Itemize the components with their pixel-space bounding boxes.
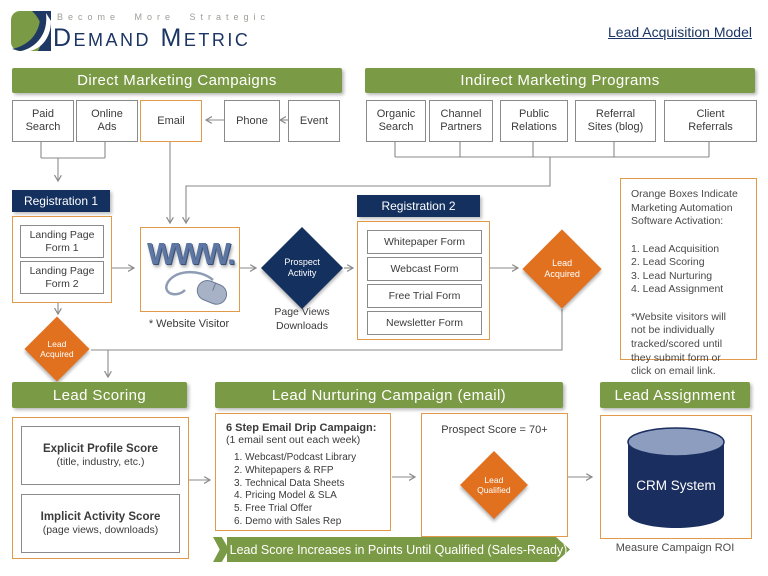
newsletter-form-box: Newsletter Form [367,311,482,335]
explicit-score-sub: (title, industry, etc.) [56,456,145,469]
box-referral-sites: Referral Sites (blog) [575,100,656,142]
box-paid-search: Paid Search [12,100,74,142]
registration2-container: Whitepaper Form Webcast Form Free Trial … [357,221,490,340]
indirect-marketing-header: Indirect Marketing Programs [365,68,755,93]
lead-acquired-left-label: Lead Acquired [40,338,74,359]
ribbon-label: Lead Score Increases in Points Until Qua… [227,537,570,562]
drip-campaign-title: 6 Step Email Drip Campaign: [226,422,377,434]
registration1-container: Landing Page Form 1 Landing Page Form 2 [12,216,112,303]
prospect-activity-label: Prospect Activity [284,257,320,278]
landing-page-form-1: Landing Page Form 1 [20,225,104,258]
box-organic-search: Organic Search [366,100,426,142]
website-box: WWW. [140,227,240,312]
demand-metric-logo-icon [11,11,51,51]
prospect-score-label: Prospect Score = 70+ [441,424,548,436]
box-client-referrals: Client Referrals [664,100,757,142]
box-phone: Phone [224,100,280,142]
lead-nurturing-header: Lead Nurturing Campaign (email) [215,382,563,408]
drip-campaign-sub: (1 email sent out each week) [226,434,361,446]
explicit-score-box: Explicit Profile Score (title, industry,… [21,426,180,485]
box-online-ads: Online Ads [76,100,138,142]
logo-brand: Demand Metric [53,24,251,52]
logo-tagline: Become More Strategic [57,12,271,22]
crm-database-icon: CRM System [627,427,725,528]
explicit-score-title: Explicit Profile Score [42,442,159,455]
lead-qualified-label: Lead Qualified [477,474,511,495]
orange-note-box: Orange Boxes Indicate Marketing Automati… [620,178,757,377]
whitepaper-form-box: Whitepaper Form [367,230,482,254]
lead-score-ribbon: Lead Score Increases in Points Until Qua… [213,537,570,562]
box-channel-partners: Channel Partners [429,100,493,142]
lead-scoring-container: Explicit Profile Score (title, industry,… [12,417,189,559]
direct-marketing-header: Direct Marketing Campaigns [12,68,342,93]
registration1-header: Registration 1 [12,190,110,212]
implicit-score-box: Implicit Activity Score (page views, dow… [21,494,180,553]
lead-acquired-right-label: Lead Acquired [544,258,580,279]
measure-roi-label: Measure Campaign ROI [615,542,735,554]
prospect-score-box: Prospect Score = 70+ Lead Qualified [421,413,568,537]
webcast-form-box: Webcast Form [367,257,482,281]
box-email: Email [140,100,202,142]
mouse-icon [165,271,228,305]
lead-assignment-header: Lead Assignment [600,382,750,408]
lead-scoring-header: Lead Scoring [12,382,187,408]
lead-assignment-container: CRM System [600,415,752,539]
www-graphic: WWW. [147,236,236,271]
lead-qualified-diamond: Lead Qualified [460,451,528,519]
page-title[interactable]: Lead Acquisition Model [608,24,752,40]
free-trial-form-box: Free Trial Form [367,284,482,308]
box-public-relations: Public Relations [500,100,568,142]
registration2-header: Registration 2 [357,195,480,217]
box-event: Event [288,100,340,142]
landing-page-form-2: Landing Page Form 2 [20,261,104,294]
crm-system-label: CRM System [636,478,716,493]
ribbon-chevron-icon [213,537,229,562]
website-visitor-caption: * Website Visitor [148,318,230,330]
drip-campaign-list: 1. Webcast/Podcast Library 2. Whitepaper… [234,452,357,527]
page-views-downloads-label: Page Views Downloads [274,306,330,332]
implicit-score-sub: (page views, downloads) [42,524,159,537]
drip-campaign-box: 6 Step Email Drip Campaign: (1 email sen… [215,413,391,531]
implicit-score-title: Implicit Activity Score [40,510,161,523]
